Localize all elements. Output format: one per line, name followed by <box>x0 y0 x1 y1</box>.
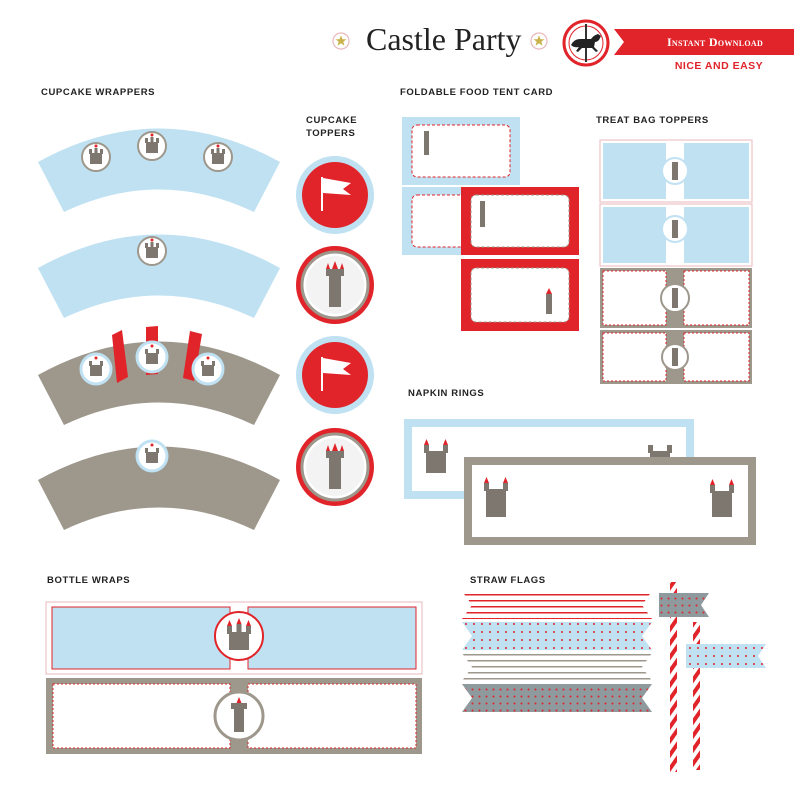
label-napkin-rings: NAPKIN RINGS <box>408 388 485 399</box>
label-bottle-wraps: BOTTLE WRAPS <box>47 575 131 586</box>
castle-badge <box>137 236 167 266</box>
instant-download-banner: Instant Download <box>666 35 764 49</box>
label-food-tent: FOLDABLE FOOD TENT CARD <box>400 87 554 98</box>
carousel-horse-icon <box>562 19 610 67</box>
treat-bag-toppers <box>599 139 753 384</box>
topper-tower-2 <box>296 428 374 506</box>
banner-ribbon <box>614 29 794 55</box>
brand-title: Castle Party <box>366 21 522 57</box>
straw-flag-mini-blue <box>686 644 766 668</box>
topper-flag-1 <box>296 156 374 234</box>
straw-flags <box>462 582 766 772</box>
castle-icon <box>710 479 734 517</box>
straw-flag-4 <box>462 684 652 712</box>
tower-icon <box>231 697 247 732</box>
castle-badge <box>135 340 169 374</box>
topper-tower-1 <box>296 246 374 324</box>
star-icon-left <box>332 32 350 50</box>
cupcake-wrappers <box>38 128 280 530</box>
straw-flag-1 <box>462 591 652 619</box>
castle-icon <box>484 477 508 517</box>
label-treat-bag: TREAT BAG TOPPERS <box>596 115 709 126</box>
wrapper-taupe-2 <box>38 446 280 530</box>
straw-flag-2 <box>462 622 652 650</box>
food-tent-cards <box>402 117 579 331</box>
striped-straw-2 <box>693 622 700 770</box>
castle-badge <box>79 352 113 386</box>
napkin-rings <box>404 419 756 545</box>
wrapper-blue-2 <box>38 234 280 318</box>
label-straw-flags: STRAW FLAGS <box>470 575 546 586</box>
tower-icon <box>329 275 341 307</box>
bottle-wraps <box>45 601 423 754</box>
topper-flag-2 <box>296 336 374 414</box>
castle-icon <box>227 618 251 650</box>
label-cupcake-toppers-line1: CUPCAKE <box>306 115 358 126</box>
castle-icon <box>424 439 448 473</box>
castle-badge <box>81 142 111 172</box>
castle-badge <box>191 352 225 386</box>
cupcake-toppers <box>296 156 374 506</box>
striped-straw-1 <box>670 582 677 772</box>
castle-badge <box>203 142 233 172</box>
label-cupcake-wrappers: CUPCAKE WRAPPERS <box>41 87 156 98</box>
label-cupcake-toppers-line2: TOPPERS <box>306 128 356 139</box>
castle-badge <box>135 439 169 473</box>
castle-badge <box>137 131 167 161</box>
straw-flag-3 <box>462 653 652 681</box>
tagline: NICE AND EASY <box>674 60 764 72</box>
star-icon-right <box>530 32 548 50</box>
straw-flag-mini-gray <box>659 593 709 617</box>
flag-icon <box>321 177 323 211</box>
